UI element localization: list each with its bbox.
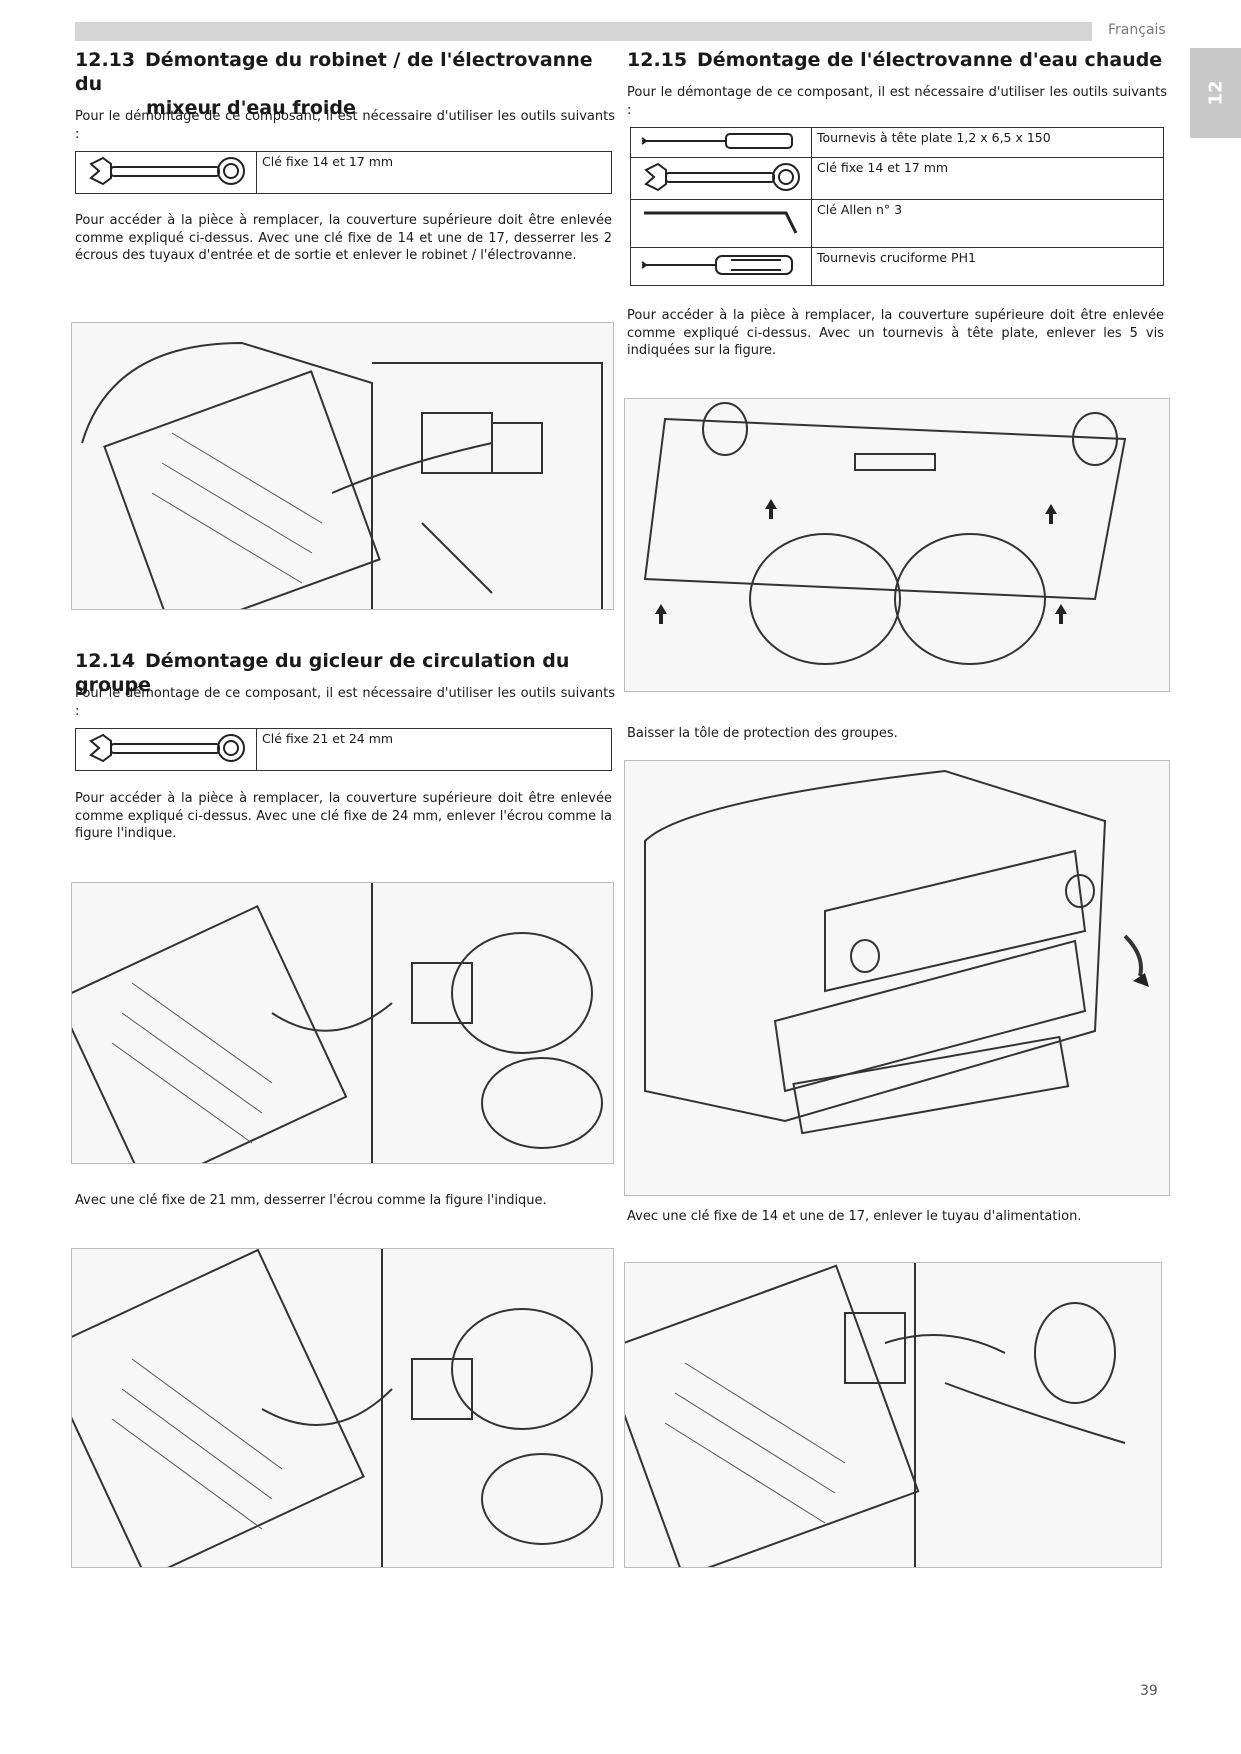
header-bar	[75, 22, 1092, 41]
language-label: Français	[1108, 22, 1166, 38]
figure-12-15-screws	[624, 398, 1170, 692]
tool-label: Clé Allen n° 3	[811, 199, 1164, 248]
section-12-15-intro: Pour le démontage de ce composant, il es…	[627, 85, 1167, 118]
allen-key-icon	[630, 199, 812, 248]
section-12-15-tools: Tournevis à tête plate 1,2 x 6,5 x 150 C…	[630, 127, 1164, 286]
section-12-13-text: Pour accéder à la pièce à remplacer, la …	[75, 213, 612, 263]
figure-12-14-nut-24	[71, 882, 614, 1164]
tool-label: Clé fixe 21 et 24 mm	[256, 728, 612, 771]
section-number: 12.15	[627, 49, 688, 71]
section-12-14-text2: Avec une clé fixe de 21 mm, desserrer l'…	[75, 1193, 547, 1208]
chapter-tab: 12	[1190, 48, 1241, 138]
section-12-15-text: Pour accéder à la pièce à remplacer, la …	[627, 308, 1164, 358]
wrench-icon	[630, 157, 812, 200]
figure-12-14-nut-21	[71, 1248, 614, 1568]
page-number: 39	[1140, 1683, 1158, 1699]
wrench-icon	[75, 728, 257, 771]
section-12-14-tools: Clé fixe 21 et 24 mm	[75, 728, 612, 771]
figure-12-13-machine	[71, 322, 614, 610]
section-12-13-intro: Pour le démontage de ce composant, il es…	[75, 109, 615, 142]
wrench-icon	[75, 151, 257, 194]
section-12-15-text2: Baisser la tôle de protection des groupe…	[627, 726, 898, 741]
section-12-14-text: Pour accéder à la pièce à remplacer, la …	[75, 791, 612, 841]
tool-label: Clé fixe 14 et 17 mm	[811, 157, 1164, 200]
figure-12-15-protection-plate	[624, 760, 1170, 1196]
figure-12-15-supply-pipe	[624, 1262, 1162, 1568]
section-number: 12.14	[75, 650, 136, 672]
section-12-13-tools: Clé fixe 14 et 17 mm	[75, 151, 612, 194]
chapter-number: 12	[1205, 80, 1226, 106]
tool-label: Tournevis cruciforme PH1	[811, 247, 1164, 286]
section-12-15-text3: Avec une clé fixe de 14 et une de 17, en…	[627, 1209, 1082, 1224]
tool-label: Tournevis à tête plate 1,2 x 6,5 x 150	[811, 127, 1164, 158]
flat-screwdriver-icon	[630, 127, 812, 158]
phillips-screwdriver-icon	[630, 247, 812, 286]
section-number: 12.13	[75, 49, 136, 71]
tool-label: Clé fixe 14 et 17 mm	[256, 151, 612, 194]
section-12-14-intro: Pour le démontage de ce composant, il es…	[75, 686, 615, 719]
